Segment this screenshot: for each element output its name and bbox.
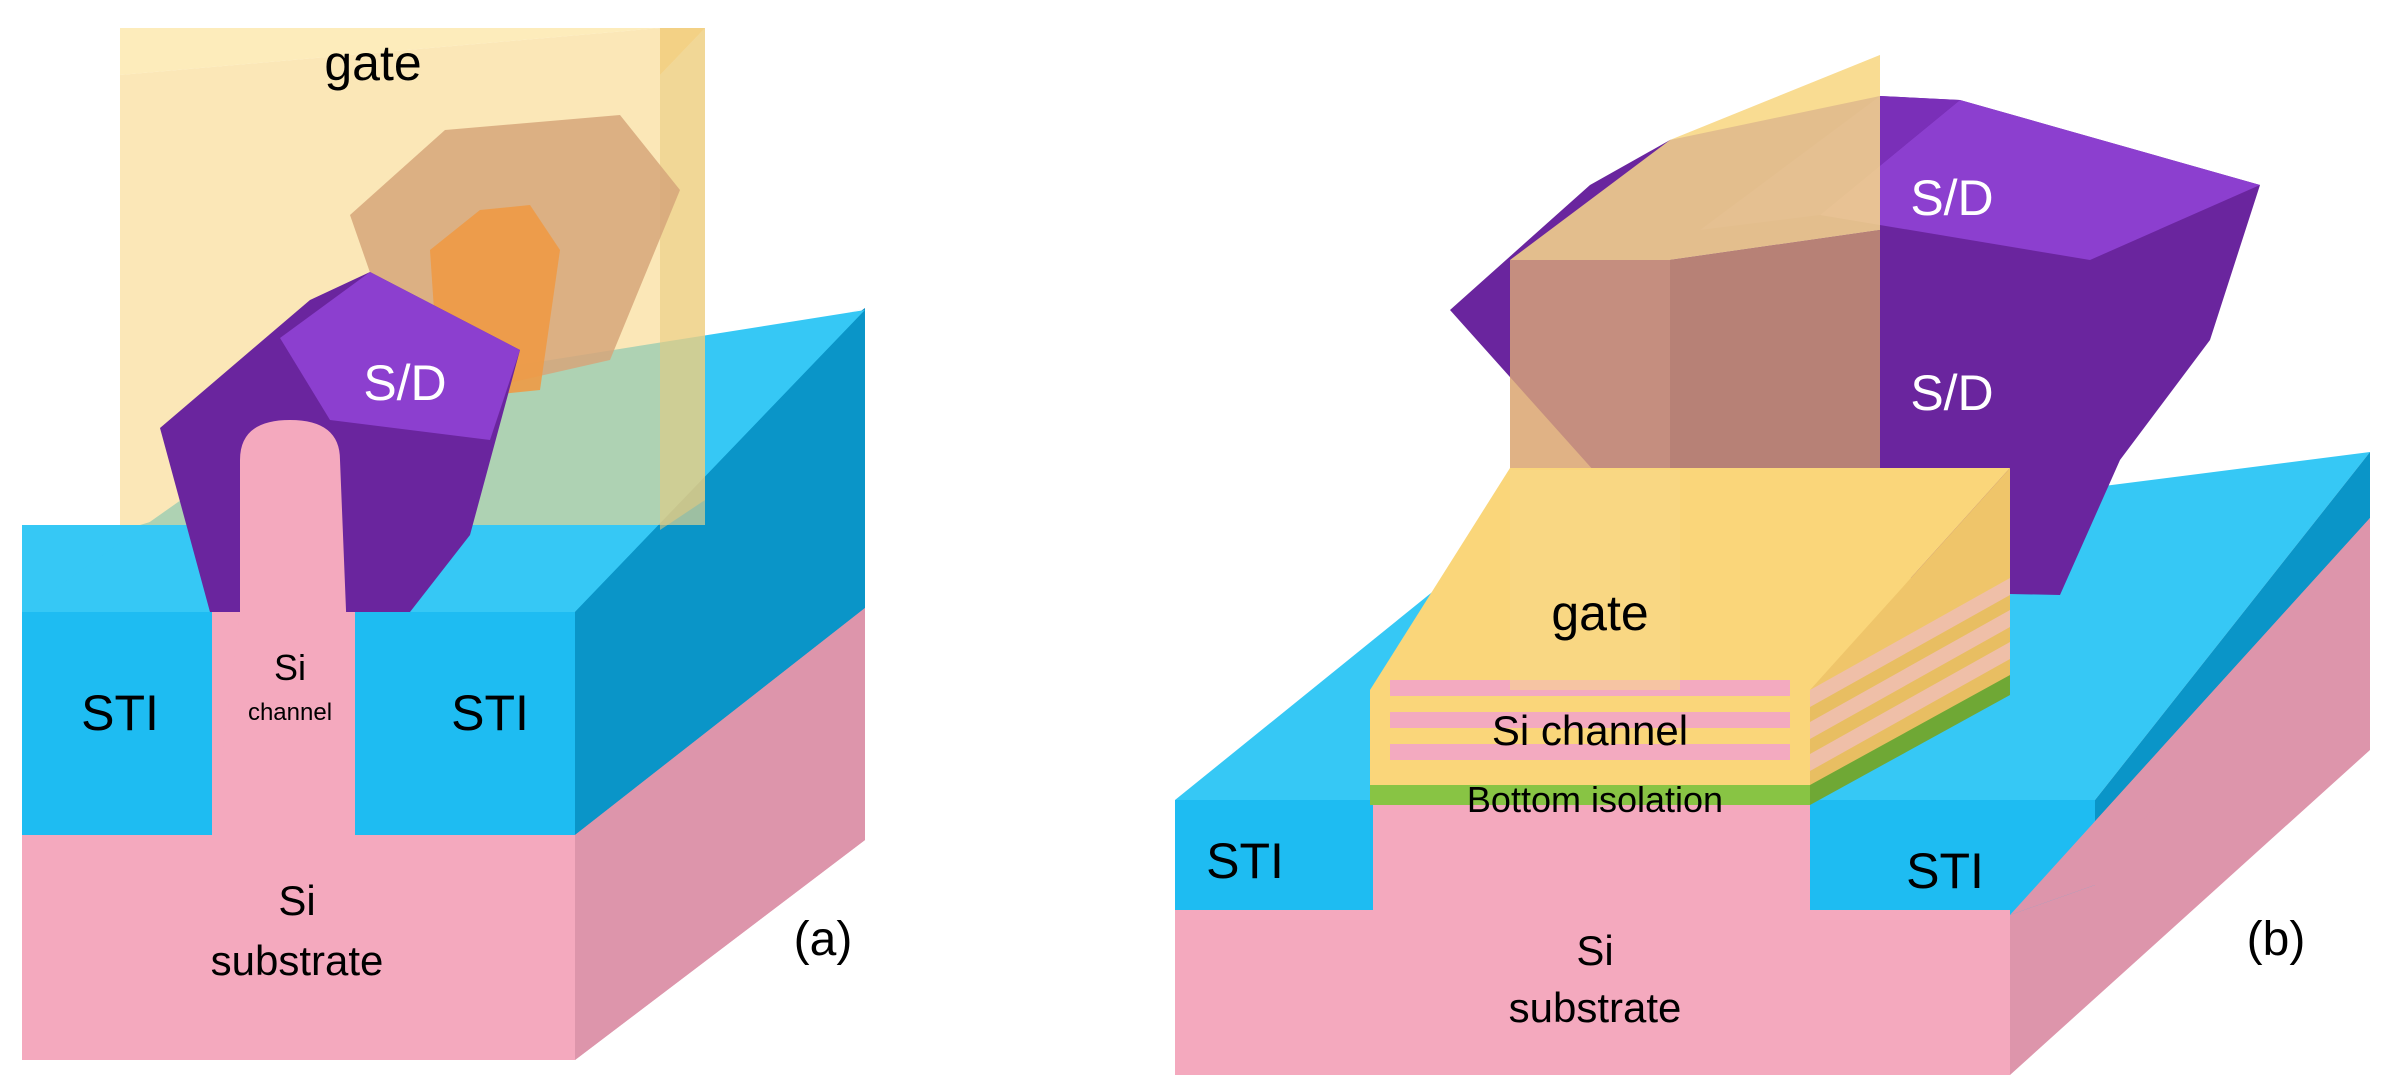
sti-front-left-b — [1175, 800, 1373, 910]
channel-label-a-line1: Si — [274, 647, 306, 688]
gate-label-a: gate — [324, 35, 421, 91]
channel-label-a-line2: channel — [248, 699, 332, 726]
figure-a-finfet: gate S/D STI STI Si channel Si substrate… — [22, 28, 865, 1060]
sti-right-label-b: STI — [1906, 843, 1984, 899]
gate-label-b: gate — [1551, 585, 1648, 641]
substrate-label-b-line1: Si — [1576, 927, 1613, 974]
channel-sheet-3 — [1390, 744, 1790, 760]
caption-a: (a) — [794, 913, 853, 966]
figure-b-nanosheet: S/D S/D gate Si channel Bottom isolation… — [1175, 55, 2370, 1075]
bottom-isolation-layer — [1370, 785, 1810, 805]
substrate-front — [22, 835, 575, 1060]
substrate-side — [575, 608, 865, 1060]
sd-label-a: S/D — [363, 355, 446, 411]
substrate-side-b — [2010, 518, 2370, 1075]
sti-side-face — [575, 310, 865, 835]
sti-front-right — [355, 612, 575, 835]
substrate-label-b-line2: substrate — [1509, 984, 1682, 1031]
sti-right-label-a: STI — [451, 685, 529, 741]
substrate-label-a-line1: Si — [278, 877, 315, 924]
caption-b: (b) — [2247, 913, 2306, 966]
fin-a — [212, 420, 355, 835]
sti-front-left — [22, 612, 212, 835]
substrate-label-a-line2: substrate — [211, 937, 384, 984]
sd-bottom-label-b: S/D — [1910, 365, 1993, 421]
bottom-isolation-label: Bottom isolation — [1467, 779, 1723, 820]
channel-sheet-2 — [1390, 712, 1790, 728]
channel-label-b: Si channel — [1492, 707, 1688, 754]
sd-top-label-b: S/D — [1910, 170, 1993, 226]
sti-front-right-b — [1810, 800, 2015, 910]
sti-left-label-b: STI — [1206, 833, 1284, 889]
sti-left-label-a: STI — [81, 685, 159, 741]
